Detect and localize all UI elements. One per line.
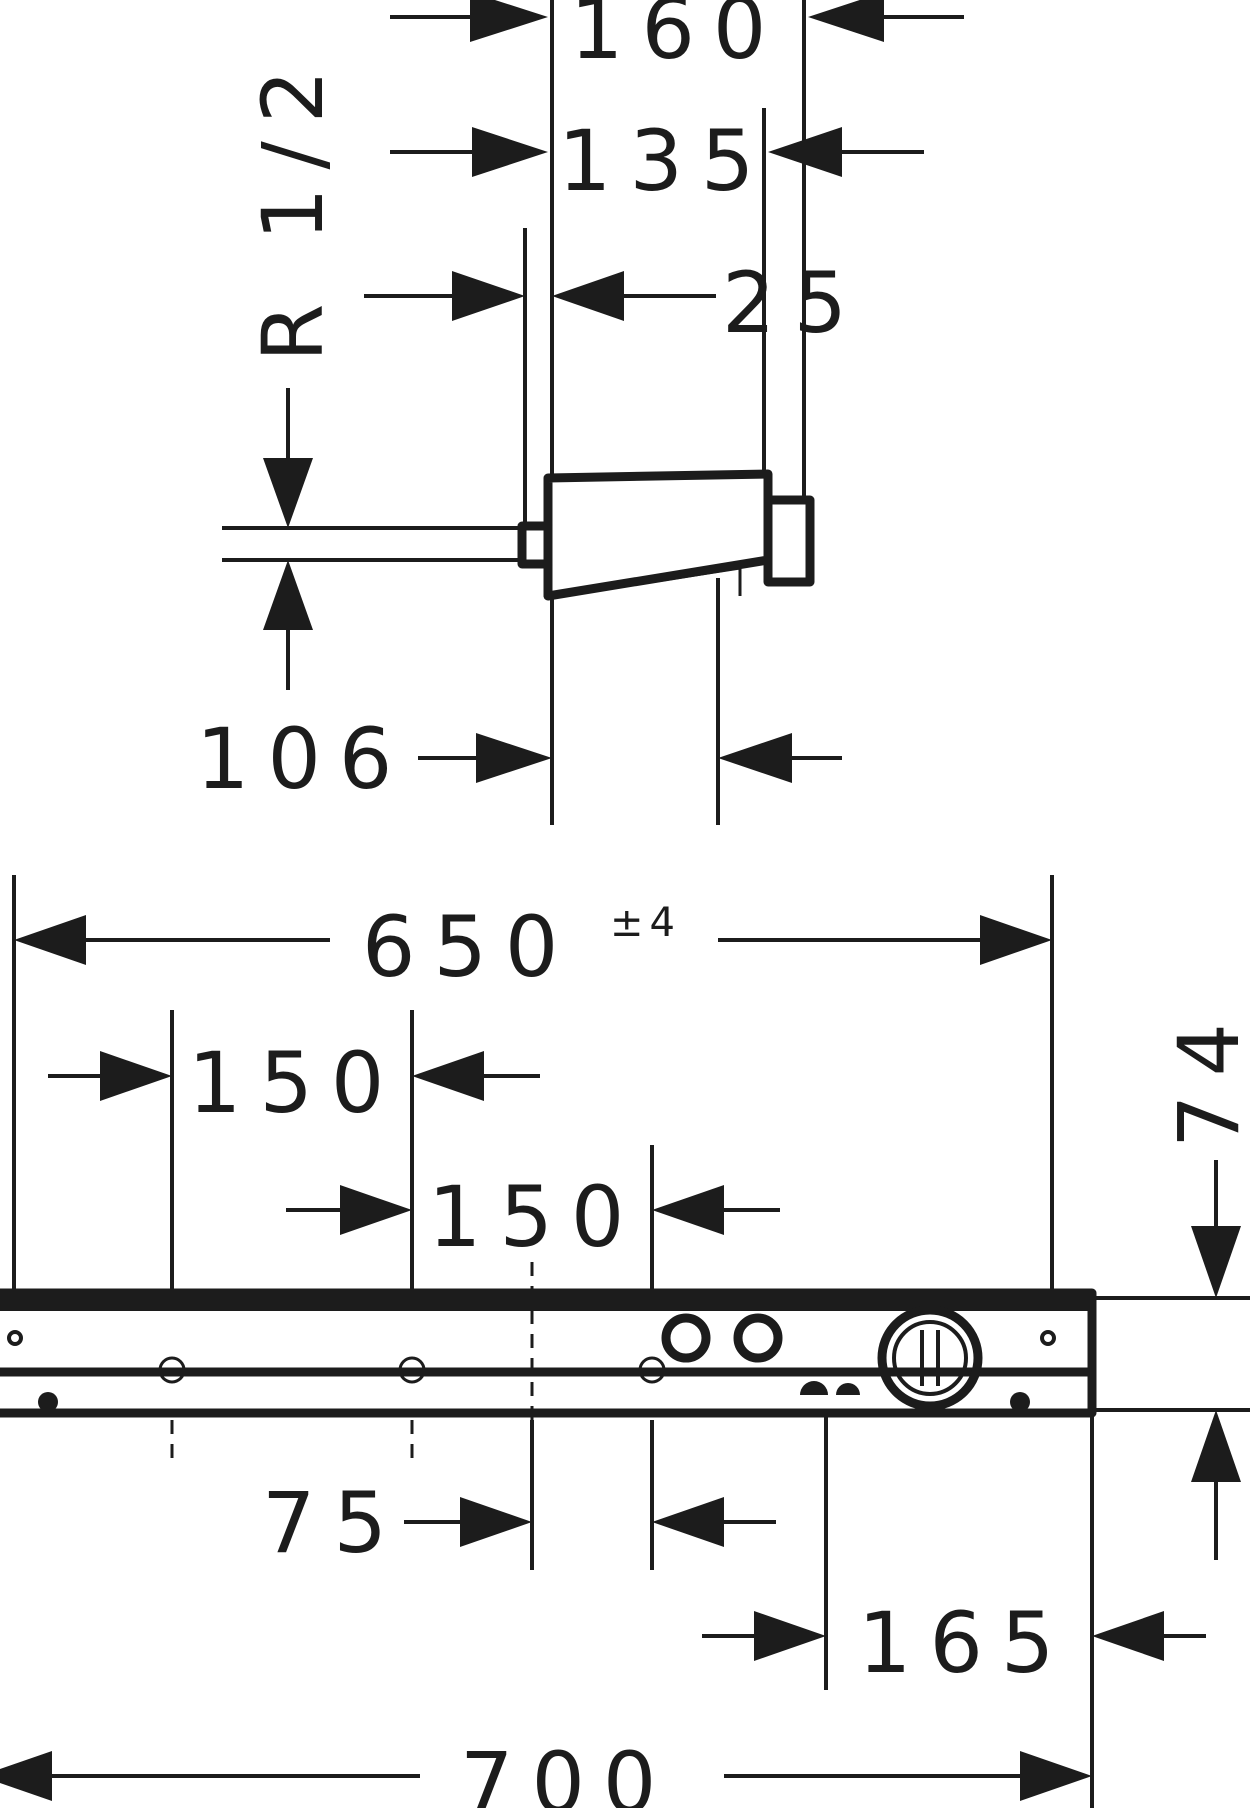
dim-650-tolerance: ±4 — [610, 900, 681, 946]
arrow-right-icon — [470, 0, 548, 42]
control-knob — [877, 1305, 983, 1411]
arrow-left-icon — [652, 1497, 724, 1547]
arrow-right-icon — [452, 271, 525, 321]
dimension-150-b: 150 — [286, 1168, 780, 1266]
dimension-150-a: 150 — [48, 1034, 540, 1132]
arrow-right-icon — [980, 915, 1052, 965]
button-right — [733, 1313, 783, 1363]
arrow-left-icon — [552, 271, 624, 321]
control-knob-inner — [892, 1320, 968, 1396]
side-view-lower-edge — [649, 566, 742, 596]
dimension-650: 650 ±4 — [14, 898, 1052, 996]
dim-150-a-label: 150 — [188, 1034, 402, 1132]
screw-mark — [156, 1356, 188, 1384]
mount-hole-right — [1040, 1330, 1056, 1346]
arrow-down-icon — [1191, 1226, 1241, 1298]
arrow-up-icon — [263, 560, 313, 630]
dim-135-label: 135 — [558, 112, 772, 210]
arrow-down-icon — [263, 458, 313, 528]
arrow-up-icon — [1191, 1410, 1241, 1482]
dim-25-label: 25 — [722, 254, 865, 352]
screw-mark — [636, 1356, 668, 1384]
foot-bump — [800, 1381, 828, 1395]
foot-dot — [1010, 1392, 1030, 1412]
dim-650-label: 650 — [362, 898, 576, 996]
mount-hole-left — [7, 1330, 23, 1346]
dim-160-label: 160 — [570, 0, 784, 78]
dim-150-b-label: 150 — [428, 1168, 642, 1266]
arrow-left-icon — [412, 1051, 484, 1101]
dimension-25: 25 — [364, 254, 865, 352]
arrow-right-icon — [754, 1611, 826, 1661]
arrow-left-icon — [768, 127, 842, 177]
foot-dot — [38, 1392, 58, 1412]
side-view-body — [543, 469, 773, 601]
dimension-700: 700 — [0, 1734, 1092, 1808]
thread-dimension: R 1/2 — [244, 52, 342, 690]
arrow-right-icon — [472, 127, 548, 177]
dimension-160: 160 — [390, 0, 964, 78]
dim-74-label: 74 — [1160, 1005, 1250, 1148]
dim-700-label: 700 — [460, 1734, 674, 1808]
thread-label: R 1/2 — [244, 52, 342, 362]
dimension-106: 106 — [196, 710, 842, 808]
arrow-right-icon — [460, 1497, 532, 1547]
side-view-extension-lines — [222, 0, 806, 825]
arrow-left-icon — [14, 915, 86, 965]
screw-mark — [396, 1356, 428, 1384]
arrow-right-icon — [340, 1185, 412, 1235]
button-left — [661, 1313, 711, 1363]
arrow-left-icon — [1092, 1611, 1164, 1661]
front-view-top-band — [0, 1295, 1092, 1311]
dim-75-label: 75 — [262, 1474, 405, 1572]
side-view-connector — [517, 521, 553, 569]
arrow-right-icon — [1020, 1751, 1092, 1801]
dimension-165: 165 — [702, 1594, 1206, 1692]
front-view-extension-lines — [12, 875, 1250, 1808]
dim-165-label: 165 — [858, 1594, 1072, 1692]
arrow-right-icon — [100, 1051, 172, 1101]
dimension-74: 74 — [1160, 1005, 1250, 1560]
arrow-left-icon — [652, 1185, 724, 1235]
foot-bump — [836, 1383, 860, 1395]
dim-106-label: 106 — [196, 710, 410, 808]
front-view — [0, 1288, 1250, 1418]
dimension-75: 75 — [262, 1474, 776, 1572]
arrow-right-icon — [476, 733, 552, 783]
arrow-left-icon — [808, 0, 884, 42]
arrow-left-icon — [718, 733, 792, 783]
side-view — [517, 469, 815, 601]
front-view-end-wall — [1090, 1296, 1250, 1412]
arrow-left-icon — [0, 1751, 52, 1801]
side-view-handle — [763, 495, 815, 587]
dimension-135: 135 — [390, 112, 924, 210]
